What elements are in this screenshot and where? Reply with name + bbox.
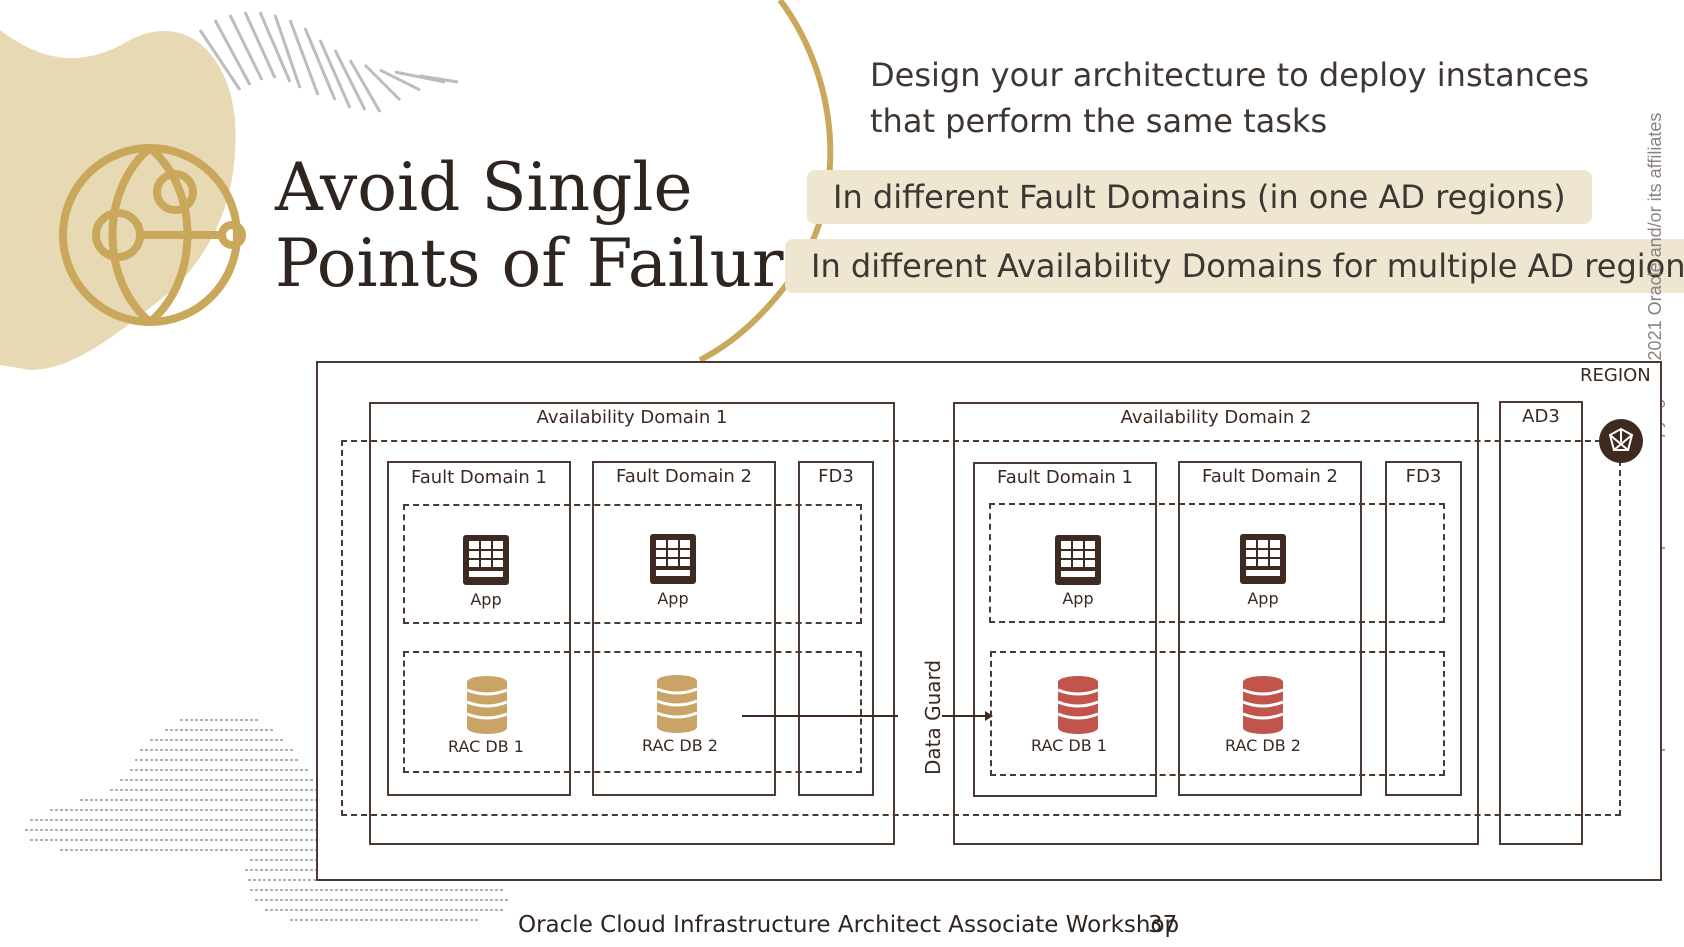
region-label: REGION [1580,365,1651,386]
server-icon [1239,533,1287,585]
database-icon [1056,674,1100,736]
ad2-db1-label: RAC DB 1 [1031,736,1107,755]
slide-title: Avoid Single Points of Failure [275,150,823,302]
arrowhead-icon [985,711,993,721]
ad2-db-subnet [990,651,1445,776]
network-service-icon [1599,419,1643,463]
ad1-db1-label: RAC DB 1 [448,737,524,756]
ad2-label: Availability Domain 2 [1120,407,1312,428]
footer-text: Oracle Cloud Infrastructure Architect As… [518,912,1180,938]
ad2-db2-label: RAC DB 2 [1225,736,1301,755]
ad2-fd3-label: FD3 [1405,466,1442,487]
grey-leaf-texture [198,11,459,113]
ad1-db2-label: RAC DB 2 [642,736,718,755]
ad2-fd2-label: Fault Domain 2 [1202,466,1338,487]
availability-domain-1 [369,402,895,845]
globe-network-icon [59,144,246,326]
dotted-cloud-texture [25,719,510,921]
intro-line-2: that perform the same tasks [870,102,1328,140]
server-icon [1054,534,1102,586]
ad2-fault-domain-2 [1178,461,1362,796]
ad3-label: AD3 [1522,406,1560,427]
ad1-app-subnet [403,504,862,624]
title-line-2: Points of Failure [275,225,823,302]
intro-text: Design your architecture to deploy insta… [870,52,1589,144]
data-guard-label: Data Guard [921,659,945,775]
ad1-app1-label: App [470,590,502,609]
ad2-app1-label: App [1062,589,1094,608]
ad1-fd2-label: Fault Domain 2 [616,466,752,487]
database-icon [1241,674,1285,736]
ad1-db-subnet [403,651,862,773]
ad2-fault-domain-1 [973,462,1157,797]
ad1-label: Availability Domain 1 [536,407,728,428]
ad1-fault-domain-1 [387,461,571,796]
database-icon [655,673,699,735]
ad2-fd1-label: Fault Domain 1 [997,467,1133,488]
ad2-fd3 [1385,461,1462,796]
ad1-fd3 [798,461,874,796]
ad2-app2-label: App [1247,589,1279,608]
ad1-app2-label: App [657,589,689,608]
bullet-availability-domains: In different Availability Domains for mu… [785,239,1684,293]
regional-subnet-boundary [341,440,1621,816]
intro-line-1: Design your architecture to deploy insta… [870,56,1589,94]
server-icon [462,534,510,586]
ad2-app-subnet [989,503,1445,623]
availability-domain-3 [1499,401,1583,845]
title-line-1: Avoid Single [275,149,693,226]
ad1-fd1-label: Fault Domain 1 [411,467,547,488]
page-number: 37 [1148,912,1178,938]
ad1-fault-domain-2 [592,461,776,796]
bullet-fault-domains: In different Fault Domains (in one AD re… [807,170,1592,224]
availability-domain-2 [953,402,1479,845]
database-icon [465,674,509,736]
ad1-fd3-label: FD3 [818,466,854,487]
server-icon [649,533,697,585]
